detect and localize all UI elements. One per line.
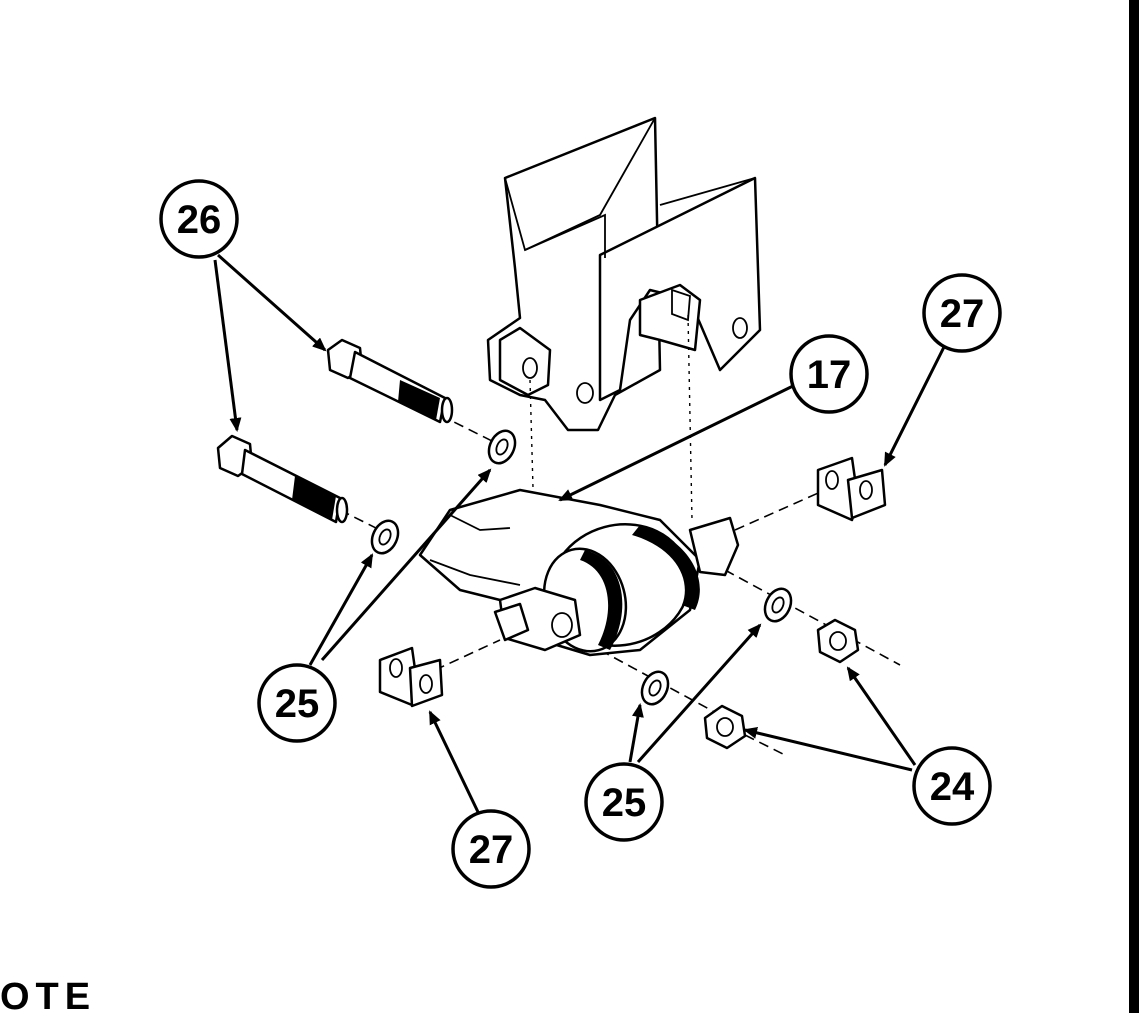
callout-26: 26 (159, 179, 239, 259)
torque-rod-assembly (418, 488, 740, 657)
bolt-lower (216, 434, 349, 524)
callout-27-upper: 27 (922, 273, 1002, 353)
callout-24-label: 24 (930, 765, 975, 809)
callout-26-label: 26 (177, 198, 222, 242)
callout-17: 17 (789, 334, 869, 414)
note-heading: OTE (0, 976, 97, 1018)
washers (370, 429, 793, 706)
callout-24: 24 (912, 746, 992, 826)
callout-25-left-label: 25 (275, 682, 320, 726)
callout-25-left: 25 (257, 663, 337, 743)
page-edge-bar (1129, 0, 1139, 1013)
bolt-upper (326, 338, 454, 424)
callout-27-lower-label: 27 (469, 828, 514, 872)
callout-27-lower: 27 (451, 809, 531, 889)
leader-lines (213, 253, 947, 813)
bracket-part (486, 116, 762, 432)
nuts (703, 618, 860, 750)
callout-25-right-label: 25 (602, 781, 647, 825)
callout-27-upper-label: 27 (940, 292, 985, 336)
callout-25-right: 25 (584, 762, 664, 842)
callout-17-label: 17 (807, 353, 852, 397)
clip-brackets (378, 456, 887, 708)
